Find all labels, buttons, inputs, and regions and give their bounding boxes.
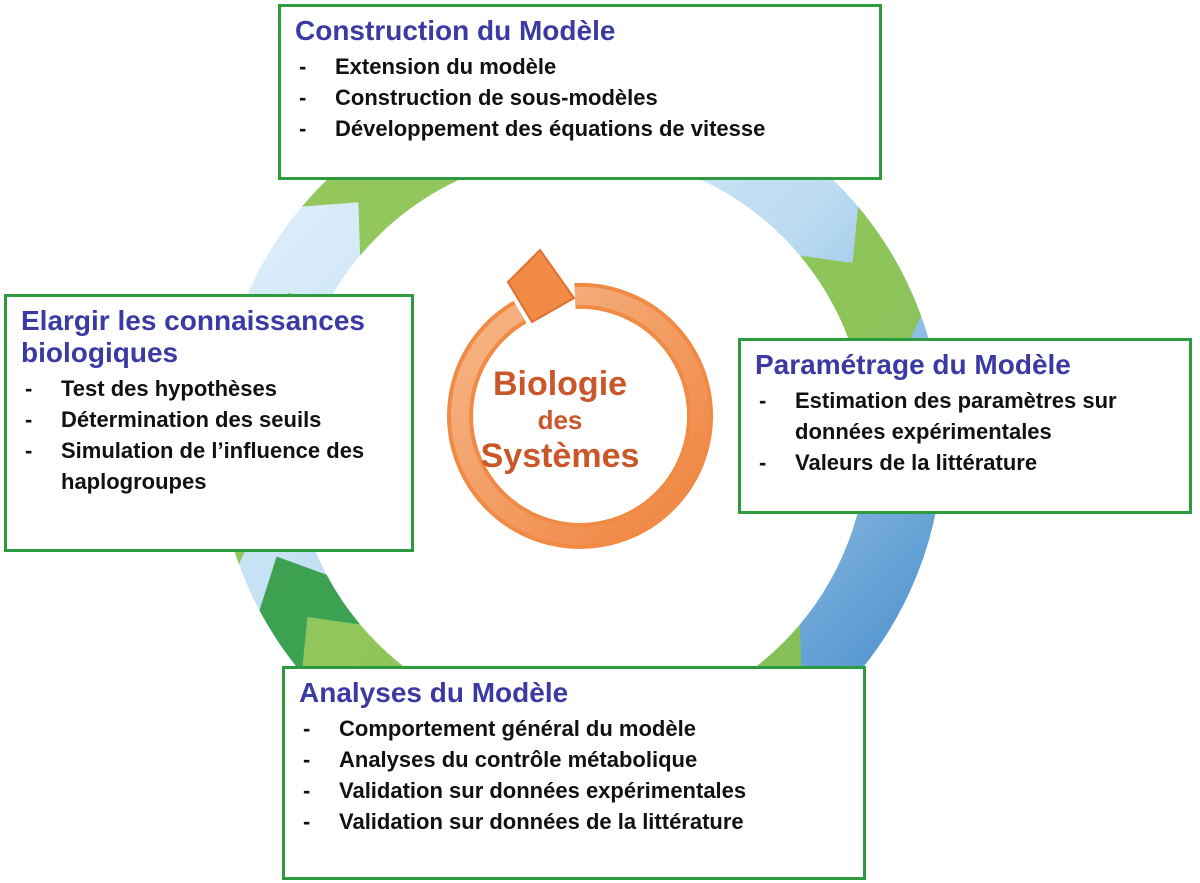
box-title-analyses: Analyses du Modèle (299, 677, 569, 708)
chevron-arrow-icon (259, 556, 361, 674)
list-item: Construction de sous-modèles (295, 82, 867, 113)
center-label: Biologie des Systèmes (440, 364, 680, 476)
box-title-elargir: Elargir les connaissances biologiques (21, 305, 365, 368)
circular-refresh-arrow-icon (447, 248, 713, 549)
list-item: Test des hypothèses (21, 373, 399, 404)
list-item: Simulation de l’influence des haplogroup… (21, 435, 399, 497)
chevron-arrow-icon (799, 206, 922, 367)
center-line-3: Systèmes (480, 437, 640, 475)
parametrage-box: Paramétrage du Modèle Estimation des par… (738, 338, 1192, 514)
box-title-parametrage: Paramétrage du Modèle (755, 349, 1071, 380)
list-item: Développement des équations de vitesse (295, 113, 867, 144)
list-item: Validation sur données expérimentales (299, 775, 851, 806)
list-item: Valeurs de la littérature (755, 447, 1177, 478)
center-line-1: Biologie (492, 365, 628, 403)
list-item: Estimation des paramètres sur données ex… (755, 385, 1177, 447)
construction-box: Construction du Modèle Extension du modè… (278, 4, 882, 180)
elargir-box: Elargir les connaissances biologiques Te… (4, 294, 414, 552)
list-item: Validation sur données de la littérature (299, 806, 851, 837)
list-item: Analyses du contrôle métabolique (299, 744, 851, 775)
list-item: Détermination des seuils (21, 404, 399, 435)
list-item: Extension du modèle (295, 51, 867, 82)
box-title-construction: Construction du Modèle (295, 15, 616, 46)
center-line-2: des (537, 405, 583, 435)
analyses-box: Analyses du Modèle Comportement général … (282, 666, 866, 880)
list-item: Comportement général du modèle (299, 713, 851, 744)
